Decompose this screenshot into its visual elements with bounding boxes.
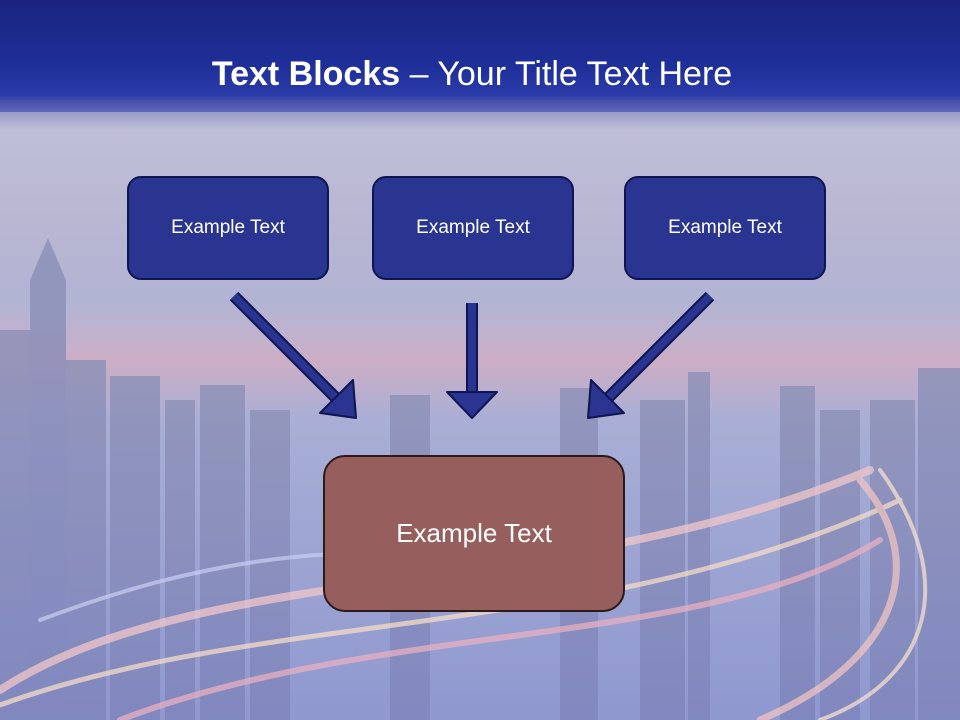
title-bar-fade (0, 100, 960, 130)
center-text-block: Example Text (323, 455, 625, 612)
text-block-2-label: Example Text (416, 217, 530, 238)
title-bold-part: Text Blocks (211, 55, 401, 93)
text-block-3-label: Example Text (668, 217, 782, 238)
slide-title: Text Blocks – Your Title Text Here (0, 52, 944, 96)
arrow-left (229, 291, 357, 419)
text-block-2: Example Text (372, 176, 574, 280)
title-rest-part: Your Title Text Here (437, 55, 733, 93)
text-block-1-label: Example Text (171, 217, 285, 238)
text-block-1: Example Text (127, 176, 329, 280)
title-bar (0, 0, 960, 112)
arrow-right (587, 291, 715, 419)
arrow-middle (446, 303, 498, 419)
title-separator: – (400, 55, 438, 93)
text-block-3: Example Text (624, 176, 826, 280)
center-text-block-label: Example Text (396, 518, 552, 548)
